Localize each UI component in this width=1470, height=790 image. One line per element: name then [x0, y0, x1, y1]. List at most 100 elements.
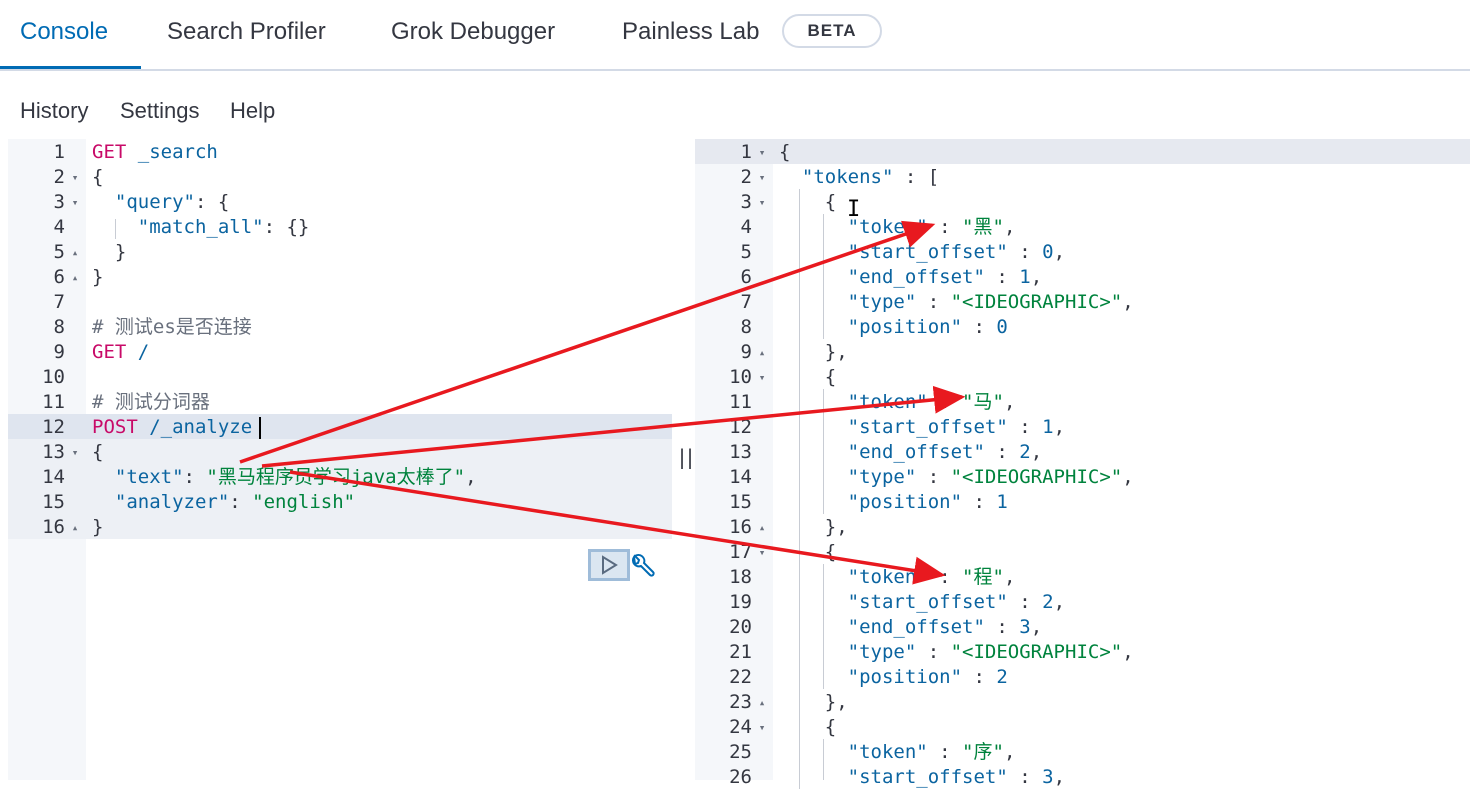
line-number: 12	[729, 416, 752, 438]
fold-expand-icon[interactable]: ▴	[758, 346, 766, 359]
code-token: :	[984, 441, 1020, 463]
code-token: "end_offset"	[847, 266, 985, 288]
code-token: }	[92, 241, 127, 263]
code-token	[779, 491, 848, 513]
code-token: 3	[1019, 616, 1031, 638]
line-number: 1	[53, 141, 65, 163]
fold-expand-icon[interactable]: ▴	[71, 271, 79, 284]
code-token: : {}	[263, 216, 310, 238]
code-text: "position" : 1	[779, 490, 1008, 515]
top-tab-bar: Console Search Profiler Grok Debugger Pa…	[0, 0, 1470, 71]
fold-collapse-icon[interactable]: ▾	[71, 171, 79, 184]
code-line: 7	[8, 290, 672, 315]
indent-guide	[823, 564, 824, 689]
code-text: "position" : 0	[779, 315, 1008, 340]
fold-collapse-icon[interactable]: ▾	[758, 196, 766, 209]
line-number: 14	[729, 466, 752, 488]
fold-expand-icon[interactable]: ▴	[758, 696, 766, 709]
code-token: 2	[996, 666, 1008, 688]
code-text: POST /_analyze	[92, 415, 252, 440]
code-token: ,	[1003, 566, 1016, 588]
code-line: 14 "type" : "<IDEOGRAPHIC>",	[695, 465, 1470, 490]
code-line: 16▴ },	[695, 515, 1470, 540]
fold-expand-icon[interactable]: ▴	[71, 521, 79, 534]
fold-collapse-icon[interactable]: ▾	[758, 146, 766, 159]
code-token: "start_offset"	[847, 241, 1008, 263]
fold-expand-icon[interactable]: ▴	[71, 246, 79, 259]
code-text: {	[779, 715, 836, 740]
fold-collapse-icon[interactable]: ▾	[758, 721, 766, 734]
code-line: 13▾{	[8, 440, 672, 465]
line-number: 23	[729, 691, 752, 713]
tab-console[interactable]: Console	[20, 18, 109, 45]
code-text: "query": {	[92, 190, 229, 215]
code-token: 3	[1042, 766, 1054, 788]
code-token: "序"	[962, 741, 1004, 763]
code-token: "english"	[252, 491, 356, 513]
code-text: "tokens" : [	[779, 165, 939, 190]
code-token: 0	[1042, 241, 1054, 263]
fold-collapse-icon[interactable]: ▾	[71, 446, 79, 459]
code-token: /	[126, 341, 150, 363]
code-line: 26 "start_offset" : 3,	[695, 765, 1470, 790]
line-number: 24	[729, 716, 752, 738]
menu-help[interactable]: Help	[230, 98, 276, 123]
code-line: 11 "token" : "马",	[695, 390, 1470, 415]
tab-painless-lab[interactable]: Painless Lab	[622, 18, 760, 45]
code-token	[779, 766, 848, 788]
wrench-button[interactable]	[628, 553, 656, 586]
code-text: },	[779, 690, 848, 715]
code-line: 11# 测试分词器	[8, 390, 672, 415]
tab-search-profiler[interactable]: Search Profiler	[167, 18, 326, 45]
code-token: :	[984, 616, 1020, 638]
menu-history[interactable]: History	[20, 98, 89, 123]
code-token: "end_offset"	[847, 616, 985, 638]
mouse-ibeam-cursor: I	[847, 197, 861, 222]
code-token: "position"	[847, 316, 963, 338]
code-token: :	[916, 641, 951, 663]
code-line: 18 "token" : "程",	[695, 565, 1470, 590]
code-token: {	[779, 541, 837, 563]
code-line: 2▾ "tokens" : [	[695, 165, 1470, 190]
text-cursor	[259, 417, 261, 439]
line-number: 13	[42, 441, 65, 463]
fold-collapse-icon[interactable]: ▾	[71, 196, 79, 209]
line-number: 17	[729, 541, 752, 563]
send-request-button[interactable]	[588, 549, 630, 581]
code-text: {	[92, 165, 103, 190]
code-token: 0	[996, 316, 1008, 338]
fold-collapse-icon[interactable]: ▾	[758, 546, 766, 559]
code-token: :	[927, 566, 963, 588]
code-token: :	[927, 391, 963, 413]
tab-grok-debugger[interactable]: Grok Debugger	[391, 18, 556, 45]
code-text: {	[779, 140, 790, 165]
code-token: :	[1007, 591, 1043, 613]
line-number: 25	[729, 741, 752, 763]
line-number: 19	[729, 591, 752, 613]
code-token: "黑"	[962, 216, 1004, 238]
line-number: 11	[729, 391, 752, 413]
code-text: # 测试分词器	[92, 390, 210, 415]
line-number: 4	[740, 216, 752, 238]
line-number: 16	[42, 516, 65, 538]
active-tab-indicator	[0, 66, 141, 69]
code-token: ,	[1003, 216, 1016, 238]
response-editor[interactable]: 1▾{2▾ "tokens" : [3▾ {4 "token" : "黑",5 …	[695, 139, 1470, 789]
line-number: 6	[53, 266, 65, 288]
fold-expand-icon[interactable]: ▴	[758, 521, 766, 534]
menu-settings[interactable]: Settings	[120, 98, 200, 123]
code-token: ,	[1053, 241, 1066, 263]
code-token: ,	[465, 466, 477, 488]
code-token: "start_offset"	[847, 766, 1008, 788]
code-token: ,	[1053, 416, 1066, 438]
code-token: "start_offset"	[847, 591, 1008, 613]
code-token	[779, 741, 848, 763]
code-token: "match_all"	[137, 216, 264, 238]
fold-collapse-icon[interactable]: ▾	[758, 371, 766, 384]
line-number: 1	[740, 141, 752, 163]
fold-collapse-icon[interactable]: ▾	[758, 171, 766, 184]
panel-resizer[interactable]: ||	[676, 445, 696, 469]
code-text: },	[779, 515, 848, 540]
code-text: "start_offset" : 1,	[779, 415, 1065, 440]
